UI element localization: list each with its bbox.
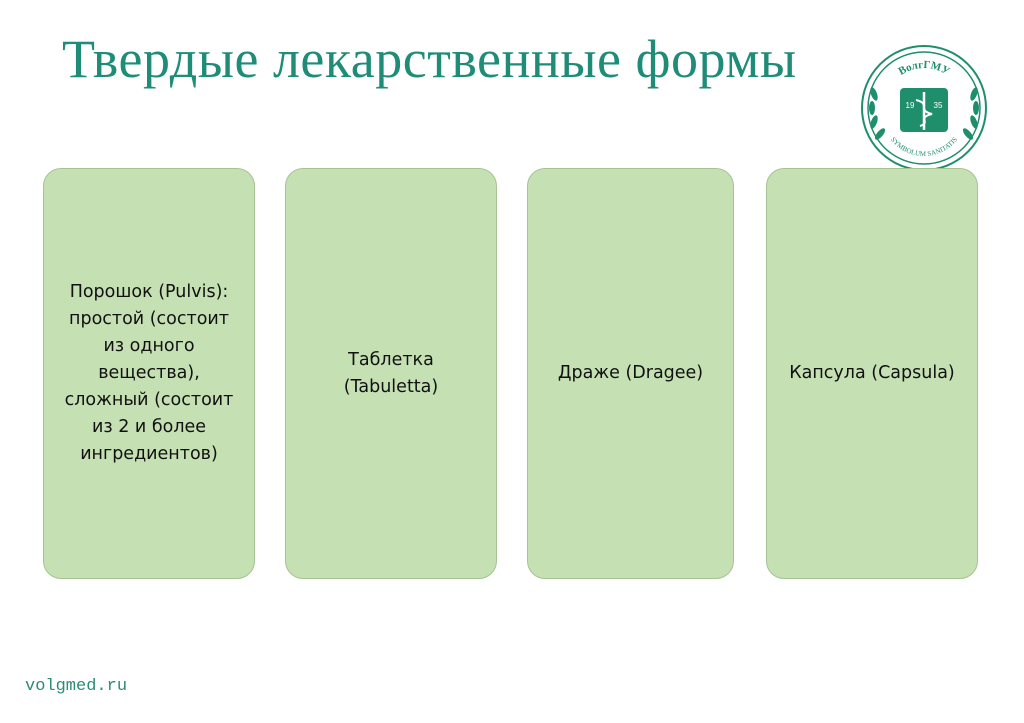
footer-website: volgmed.ru: [25, 677, 128, 696]
card-capsule: Капсула (Capsula): [766, 168, 978, 579]
logo-emblem-icon: ВолгГМУ 19 35 SYMBOLUM SANITATIS: [861, 45, 987, 171]
card-dragee-text: Драже (Dragee): [557, 363, 704, 383]
logo-year-left: 19: [906, 101, 915, 110]
card-powder: Порошок (Pulvis): простой (состоит из од…: [43, 168, 255, 579]
card-tablet: Таблетка (Tabuletta): [285, 168, 497, 579]
card-dragee: Драже (Dragee): [527, 168, 734, 579]
card-tablet-text: Таблетка (Tabuletta): [343, 349, 439, 397]
slide-title: Твердые лекарственные формы: [62, 29, 797, 89]
logo-year-right: 35: [934, 101, 943, 110]
card-capsule-text: Капсула (Capsula): [789, 363, 955, 383]
university-logo: ВолгГМУ 19 35 SYMBOLUM SANITATIS: [860, 44, 988, 172]
laurel-left-icon: [869, 87, 886, 140]
card-powder-text: Порошок (Pulvis): простой (состоит из од…: [64, 282, 234, 464]
laurel-right-icon: [962, 87, 979, 140]
